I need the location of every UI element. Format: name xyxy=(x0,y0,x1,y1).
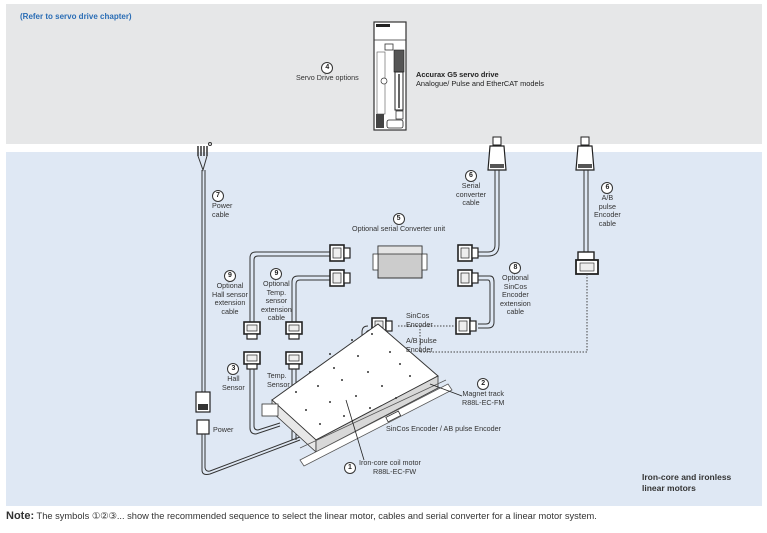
temp-sensor-extension-cable-image xyxy=(285,269,351,340)
note-prefix: Note: xyxy=(6,510,35,522)
sincos-encoder-extension-cable-label: 8 Optional SinCos Encoder extension cabl… xyxy=(500,262,531,317)
note-text: The symbols ①②③... show the recommended … xyxy=(36,511,597,521)
power-cable-label: 7 Power cable xyxy=(212,190,233,219)
serial-converter-unit-label: 5 Optional serial Converter unit xyxy=(352,213,446,233)
hall-sensor-extension-cable-label: 9 Optional Hall sensor extension cable xyxy=(212,270,248,316)
sincos-encoder-label: SinCos Encoder xyxy=(406,311,433,329)
hall-sensor-connector-image xyxy=(243,351,281,435)
ab-pulse-encoder-label: A/B pulse Encoder xyxy=(406,336,437,354)
ab-pulse-encoder-cable-image xyxy=(419,136,599,353)
hall-sensor-extension-cable-image xyxy=(243,244,351,340)
serial-converter-cable-label: 6 Serial converter cable xyxy=(456,170,486,208)
selection-note: Note: The symbols ①②③... show the recomm… xyxy=(6,510,597,522)
magnet-track-image xyxy=(299,379,463,467)
temp-sensor-extension-cable-label: 9 Optional Temp. sensor extension cable xyxy=(261,268,292,323)
hall-sensor-label: 3 Hall Sensor xyxy=(222,363,245,392)
refer-servo-drive-link[interactable]: (Refer to servo drive chapter) xyxy=(20,12,132,21)
magnet-track-label: 2 Magnet track R88L-EC-FM xyxy=(462,378,505,407)
temp-sensor-label: Temp. Sensor xyxy=(267,371,290,389)
product-family-label: Iron-core and ironless linear motors xyxy=(642,472,732,493)
sincos-encoder-extension-cable-image xyxy=(455,244,495,335)
servo-drive-image xyxy=(373,21,407,131)
servo-drive-options-label: 4 Servo Drive options xyxy=(296,62,359,82)
ab-pulse-encoder-cable-label: 6 A/B pulse Encoder cable xyxy=(594,182,621,228)
power-connector-label: Power xyxy=(213,425,234,434)
power-cable-image xyxy=(195,142,301,475)
serial-converter-unit-image xyxy=(372,245,428,279)
coil-motor-image xyxy=(261,323,439,453)
serial-converter-cable-image xyxy=(478,136,507,257)
encoder-strip-label: SinCos Encoder / AB pulse Encoder xyxy=(386,424,502,433)
servo-drive-title: Accurax G5 servo drive Analogue/ Pulse a… xyxy=(416,70,544,88)
